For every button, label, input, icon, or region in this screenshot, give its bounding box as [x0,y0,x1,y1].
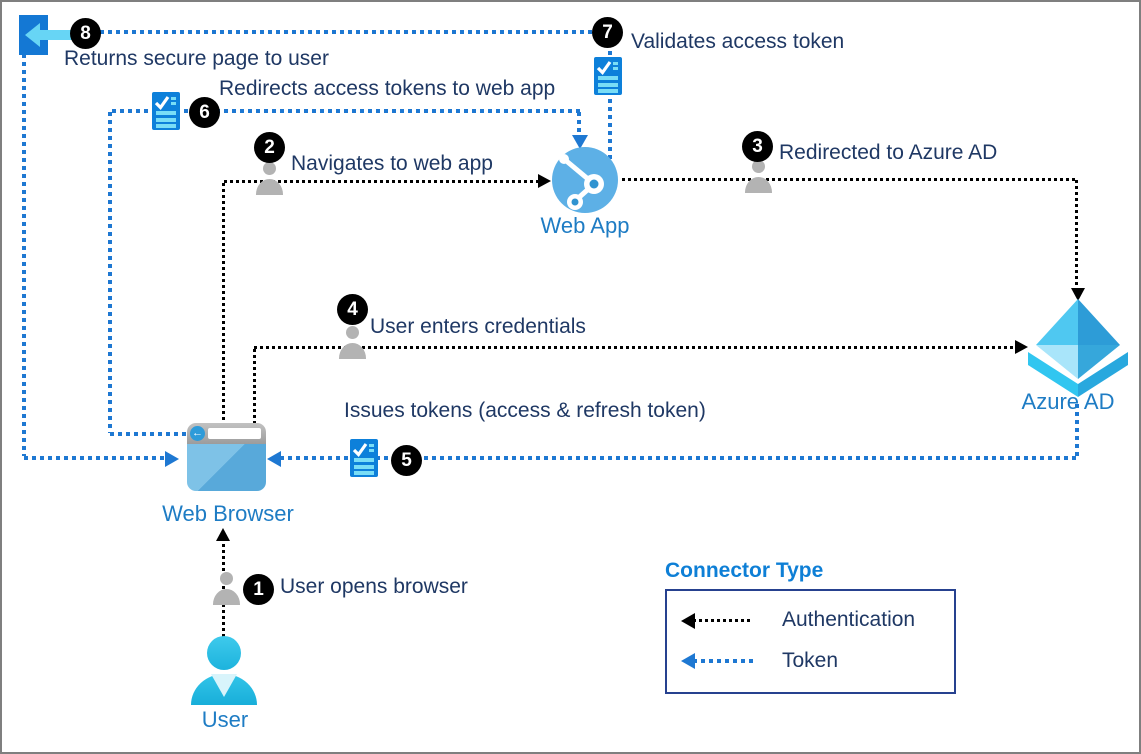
token-line-page-down [22,54,26,456]
legend-token-line [693,659,753,663]
token-line-issue-tokens [280,456,1077,460]
step-badge-3: 3 [742,131,773,162]
auth-line-webapp-to-aad [622,178,1078,181]
browser-body [187,444,266,491]
step-badge-4: 4 [337,294,368,325]
token-line-left-vertical [108,112,112,433]
legend-item-token: Token [782,649,839,672]
token-line-redirect-tokens [112,109,580,113]
secure-page-icon [17,12,77,65]
token-line-validate [608,35,612,173]
arrowhead-down-icon [572,135,588,149]
person-icon [256,162,283,195]
address-bar [208,428,261,439]
legend-title: Connector Type [665,559,824,582]
arrowhead-left-icon [267,451,281,467]
auth-line-credentials [254,346,1016,349]
token-line-aad-down [1075,404,1079,458]
web-app-icon [549,146,621,221]
arrowhead-up-icon [216,528,230,541]
user-head [207,636,241,670]
auth-line-to-webapp [224,180,539,183]
step-label-8: Returns secure page to user [64,47,329,70]
person-icon [213,572,240,605]
step-label-5: Issues tokens (access & refresh token) [344,399,706,422]
legend-box [665,589,956,694]
step-label-2: Navigates to web app [291,152,493,175]
back-arrow-icon: ← [190,426,205,441]
token-line-to-browser [24,456,166,460]
step-label-1: User opens browser [280,575,468,598]
browser-titlebar: ← [187,423,266,444]
step-badge-6: 6 [189,97,220,128]
token-line-from-browser [110,432,188,436]
step-badge-2: 2 [254,132,285,163]
step-badge-5: 5 [391,445,422,476]
auth-line-down-to-aad [1075,180,1078,290]
legend-item-authentication: Authentication [782,608,916,631]
azure-ad-icon [1024,293,1132,416]
person-icon [745,160,772,193]
auth-line-browser-up [222,183,225,423]
web-app-label: Web App [540,213,630,238]
arrowhead-right-icon [538,174,551,188]
user-label: User [201,707,249,732]
user-collar [211,674,237,697]
arrowhead-right-icon [165,451,179,467]
person-icon [339,326,366,359]
web-browser-label: Web Browser [162,501,294,526]
step-label-7: Validates access token [631,30,845,53]
token-icon [594,57,622,100]
arrowhead-left-icon [681,653,695,669]
step-badge-1: 1 [243,574,274,605]
step-label-4: User enters credentials [370,315,586,338]
arrowhead-left-icon [681,613,695,629]
auth-line-browser-up2 [253,349,256,423]
token-line-return-page [60,30,609,34]
token-icon [152,92,180,135]
step-label-3: Redirected to Azure AD [779,141,998,164]
arrowhead-down-icon [1071,288,1085,301]
step-badge-8: 8 [70,18,101,49]
azure-ad-label: Azure AD [1021,389,1115,414]
step-badge-7: 7 [592,17,623,48]
web-browser-icon: ← [187,423,266,491]
arrowhead-right-icon [1015,340,1028,354]
step-label-6: Redirects access tokens to web app [219,77,556,100]
token-icon [350,439,378,482]
legend-authentication-line [693,619,753,622]
user-icon [191,636,257,705]
token-line-down-to-webapp [577,112,581,136]
